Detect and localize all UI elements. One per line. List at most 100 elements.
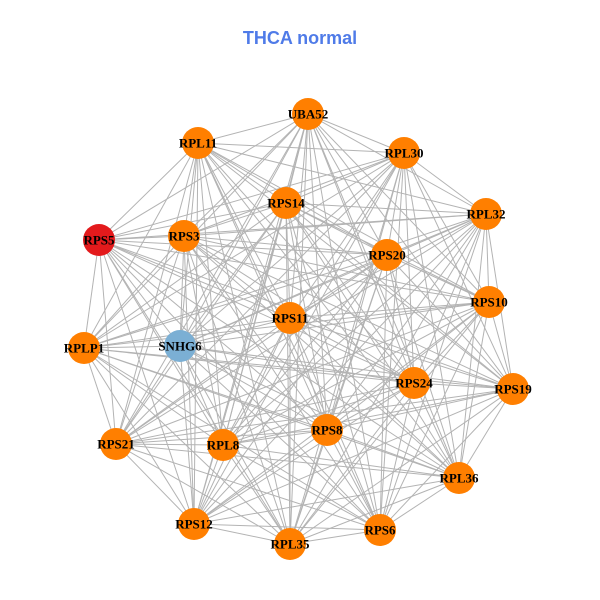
edge-SNHG6-RPS12 [179, 345, 195, 525]
edge-RPS10-RPL36 [458, 301, 490, 479]
edge-RPS3-RPL36 [183, 235, 460, 479]
node-rpl32[interactable]: RPL32 [467, 198, 506, 230]
node-rps8[interactable]: RPS8 [311, 414, 343, 446]
edge-RPS20-RPLP1 [83, 254, 388, 349]
node-rps5[interactable]: RPS5 [83, 224, 115, 256]
edge-RPS5-RPS24 [98, 239, 415, 384]
node-circle[interactable] [68, 332, 100, 364]
edge-RPS10-RPS6 [379, 301, 490, 531]
edge-RPS19-RPS8 [326, 388, 514, 431]
node-label: RPS3 [168, 229, 200, 244]
node-label: RPS19 [494, 382, 532, 397]
node-label: RPS5 [83, 233, 115, 248]
node-rps24[interactable]: RPS24 [395, 367, 433, 399]
edge-RPS3-RPS6 [183, 235, 381, 531]
edge-RPS21-RPS6 [115, 443, 381, 531]
node-circle[interactable] [388, 137, 420, 169]
edge-RPL30-RPL35 [289, 152, 405, 545]
edge-RPS10-RPS24 [413, 301, 490, 384]
edge-RPL30-RPL36 [403, 152, 460, 479]
node-label: RPL36 [440, 471, 480, 486]
edge-RPL11-RPS14 [197, 142, 287, 204]
node-uba52[interactable]: UBA52 [288, 98, 328, 130]
node-circle[interactable] [100, 428, 132, 460]
node-rpl8[interactable]: RPL8 [207, 429, 240, 461]
node-circle[interactable] [164, 330, 196, 362]
node-rps11[interactable]: RPS11 [272, 302, 309, 334]
node-rpl30[interactable]: RPL30 [385, 137, 424, 169]
node-circle[interactable] [292, 98, 324, 130]
node-circle[interactable] [207, 429, 239, 461]
edge-RPL32-RPS6 [379, 213, 487, 531]
node-rpl11[interactable]: RPL11 [179, 127, 217, 159]
node-circle[interactable] [473, 286, 505, 318]
node-rps20[interactable]: RPS20 [368, 239, 406, 271]
edge-RPS21-RPL8 [115, 443, 224, 446]
edge-RPS5-RPLP1 [83, 239, 100, 349]
edge-RPS5-RPS11 [98, 239, 291, 319]
edge-RPL11-RPL35 [197, 142, 291, 545]
edge-RPS20-RPS11 [289, 254, 388, 319]
edge-RPL30-RPS14 [285, 152, 405, 204]
edge-RPS8-RPS12 [193, 429, 328, 525]
node-rps3[interactable]: RPS3 [168, 220, 200, 252]
edge-RPS3-RPL35 [183, 235, 291, 545]
node-circle[interactable] [371, 239, 403, 271]
node-circle[interactable] [182, 127, 214, 159]
edge-RPL30-RPS19 [403, 152, 514, 390]
node-rps19[interactable]: RPS19 [494, 373, 532, 405]
node-rplp1[interactable]: RPLP1 [64, 332, 104, 364]
node-label: RPS12 [175, 517, 213, 532]
node-rps12[interactable]: RPS12 [175, 508, 213, 540]
node-label: RPS20 [368, 248, 406, 263]
node-circle[interactable] [270, 187, 302, 219]
edge-RPS8-RPL8 [222, 429, 328, 446]
node-rps21[interactable]: RPS21 [97, 428, 135, 460]
node-circle[interactable] [398, 367, 430, 399]
node-circle[interactable] [470, 198, 502, 230]
edge-RPL30-RPS8 [326, 152, 405, 431]
edge-RPS20-RPL8 [222, 254, 388, 446]
node-label: RPS11 [272, 311, 309, 326]
node-label: RPL8 [207, 438, 240, 453]
node-circle[interactable] [497, 373, 529, 405]
edge-SNHG6-RPS21 [115, 345, 181, 445]
node-rps6[interactable]: RPS6 [364, 514, 396, 546]
node-circle[interactable] [364, 514, 396, 546]
node-label: RPLP1 [64, 341, 104, 356]
node-rps14[interactable]: RPS14 [267, 187, 305, 219]
edge-UBA52-RPS3 [183, 113, 309, 237]
node-circle[interactable] [83, 224, 115, 256]
node-rps10[interactable]: RPS10 [470, 286, 508, 318]
node-circle[interactable] [178, 508, 210, 540]
edge-RPLP1-RPL36 [83, 347, 460, 479]
edge-RPL8-RPL36 [222, 444, 460, 479]
edge-RPS11-RPL8 [222, 317, 291, 446]
edge-RPL32-RPS12 [193, 213, 487, 525]
edge-RPS5-RPS8 [98, 239, 328, 431]
node-label: RPS14 [267, 196, 305, 211]
edge-RPS20-RPL36 [386, 254, 460, 479]
node-snhg6[interactable]: SNHG6 [158, 330, 202, 362]
edge-RPS19-RPS21 [115, 388, 514, 445]
edge-RPL32-RPS3 [183, 213, 487, 237]
node-label: RPL32 [467, 207, 506, 222]
edge-UBA52-RPL30 [307, 113, 405, 154]
node-label: RPL11 [179, 136, 217, 151]
edge-RPS19-RPS6 [379, 388, 514, 531]
node-circle[interactable] [311, 414, 343, 446]
edge-RPS11-RPS24 [289, 317, 415, 384]
node-circle[interactable] [168, 220, 200, 252]
edge-UBA52-RPS24 [307, 113, 415, 384]
edge-RPS3-RPS19 [183, 235, 514, 390]
edge-RPL11-RPL30 [197, 142, 405, 154]
edge-RPS10-RPS21 [115, 301, 490, 445]
node-rpl36[interactable]: RPL36 [440, 462, 480, 494]
edge-RPS20-RPS21 [115, 254, 388, 445]
node-circle[interactable] [274, 302, 306, 334]
node-circle[interactable] [443, 462, 475, 494]
edge-RPS19-RPL36 [458, 388, 514, 479]
edge-RPL30-RPS24 [403, 152, 415, 384]
node-circle[interactable] [274, 528, 306, 560]
node-rpl35[interactable]: RPL35 [271, 528, 311, 560]
